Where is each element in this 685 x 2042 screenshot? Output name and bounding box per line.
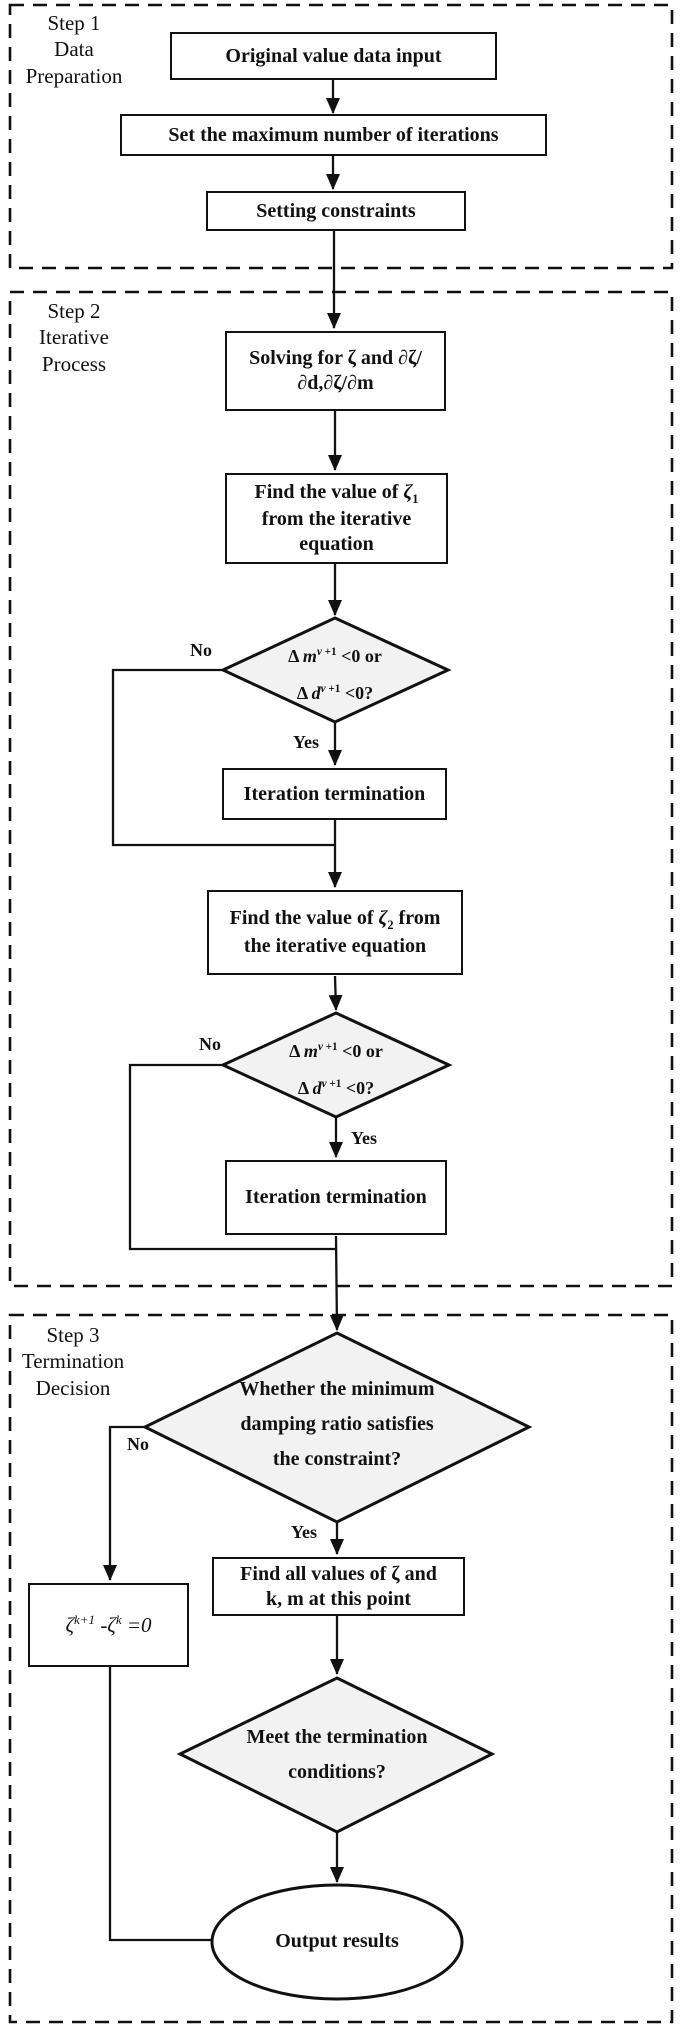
decision4-shape — [176, 1676, 496, 1834]
step2-frame — [8, 290, 674, 1288]
process-max-iterations: Set the maximum number of iterations — [120, 114, 547, 156]
connectors — [103, 80, 344, 1942]
step2-label: Step 2 Iterative Process — [39, 299, 109, 376]
decision1-text: Δ mv +1 <0 or Δ dv +1 <0? — [288, 646, 382, 703]
output-return-path — [108, 1666, 211, 1942]
process-original-input: Original value data input — [170, 32, 497, 80]
step1-frame — [8, 3, 674, 270]
decision4-text: Meet the termination conditions? — [246, 1726, 428, 1783]
edge-label-no1: No — [190, 640, 212, 660]
decision2-shape — [219, 1011, 453, 1119]
edge-label-yes1: Yes — [293, 732, 319, 752]
step3-label: Step 3 Termination Decision — [21, 1323, 125, 1400]
process-zeta-equation: ζk+1 -ζk =0 — [28, 1583, 189, 1667]
process-setting-constraints: Setting constraints — [206, 191, 466, 231]
output-terminal-shape — [210, 1883, 464, 2001]
decision3-shape — [141, 1331, 533, 1524]
edge-label-yes3: Yes — [291, 1522, 317, 1542]
no3-path — [103, 1425, 145, 1581]
output-terminal-text: Output results — [275, 1930, 399, 1952]
loop2-no-path — [128, 1063, 335, 1251]
process-zeta1: Find the value of ζ1 from the iterative … — [225, 473, 448, 564]
loop1-no-path — [111, 668, 334, 847]
edge-label-no3: No — [127, 1434, 149, 1454]
process-iteration-termination-2: Iteration termination — [225, 1160, 447, 1235]
process-solving: Solving for ζ and ∂ζ/ ∂d,∂ζ/∂m — [225, 331, 446, 411]
process-zeta2: Find the value of ζ2 from the iterative … — [207, 890, 463, 975]
edge-label-no2: No — [199, 1034, 221, 1054]
decision3-text: Whether the minimum damping ratio satisf… — [239, 1378, 435, 1470]
process-iteration-termination-1: Iteration termination — [222, 768, 447, 820]
step1-label: Step 1 Data Preparation — [25, 11, 123, 88]
edge-label-yes2: Yes — [351, 1128, 377, 1148]
decision2-text: Δ mv +1 <0 or Δ dv +1 <0? — [289, 1041, 383, 1098]
decision1-shape — [219, 616, 452, 724]
process-find-all-values: Find all values of ζ and k, m at this po… — [212, 1557, 465, 1616]
